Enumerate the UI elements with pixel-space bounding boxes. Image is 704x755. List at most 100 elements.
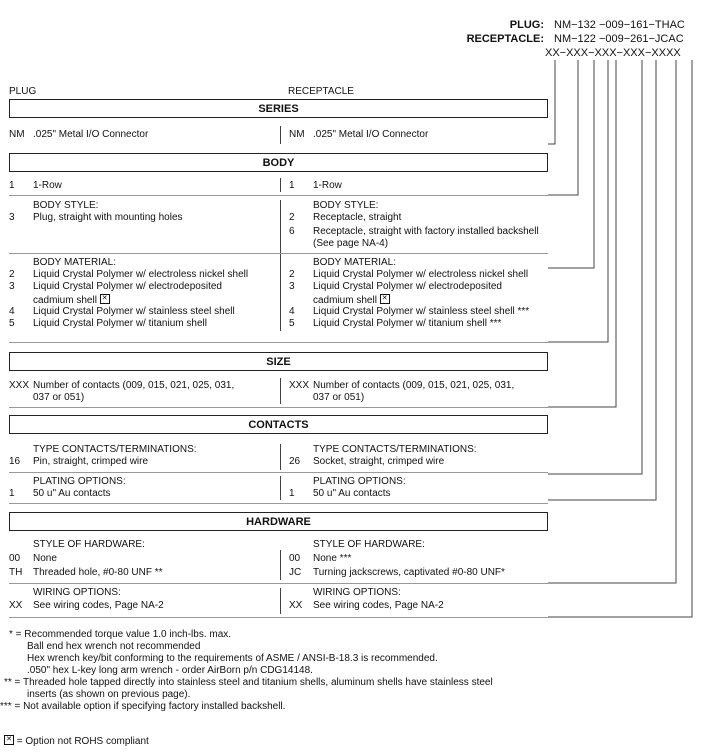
body-material-heading-plug: BODY MATERIAL:: [33, 257, 116, 268]
size-plug-text: 037 or 051): [33, 392, 85, 403]
body-plug-style-code: 3: [9, 212, 15, 223]
hardware-rec-text: None ***: [313, 553, 352, 564]
plating-heading-plug: PLATING OPTIONS:: [33, 476, 126, 487]
column-divider: [280, 476, 281, 500]
plug-code-label: PLUG:: [509, 19, 544, 31]
body-plug-row-code: 1: [9, 180, 15, 191]
plug-material-text: Liquid Crystal Polymer w/ electroless ni…: [33, 269, 249, 280]
plug-material-code: 5: [9, 318, 15, 329]
contact-plug-code: 16: [9, 456, 21, 467]
hardware-plug-text: None: [33, 553, 57, 564]
body-style-heading-plug: BODY STYLE:: [33, 200, 99, 211]
wiring-heading-rec: WIRING OPTIONS:: [313, 587, 401, 598]
plug-material-code: 4: [9, 306, 15, 317]
body-rec-style-code: 2: [289, 212, 295, 223]
checkbox-x-icon: [379, 294, 390, 304]
column-divider: [280, 588, 281, 614]
body-material-heading-rec: BODY MATERIAL:: [313, 257, 396, 268]
contact-plug-text: Pin, straight, crimped wire: [33, 456, 149, 467]
plug-material-text: Liquid Crystal Polymer w/ stainless stee…: [33, 306, 235, 317]
contact-rec-code: 26: [289, 456, 301, 467]
column-divider: [280, 550, 281, 580]
body-plug-row-text: 1-Row: [33, 180, 62, 191]
plating-plug-text: 50 u" Au contacts: [33, 488, 111, 499]
wiring-rec-code: XX: [289, 600, 303, 611]
footnote: * = Recommended torque value 1.0 inch-lb…: [9, 629, 232, 640]
series-rec-text: .025" Metal I/O Connector: [313, 129, 429, 140]
series-rec-code: NM: [289, 129, 305, 140]
body-row-connector-line: [548, 60, 579, 196]
plating-connector-line: [548, 60, 657, 501]
plug-column-header: PLUG: [9, 86, 37, 97]
rohs-note: = Option not ROHS compliant: [4, 734, 149, 748]
hardware-rec-code: 00: [289, 553, 301, 564]
row-divider: [9, 583, 548, 584]
body-style-heading-rec: BODY STYLE:: [313, 200, 379, 211]
hardware-style-connector-line: [548, 60, 677, 584]
receptacle-column-header: RECEPTACLE: [288, 86, 354, 97]
size-plug-text: Number of contacts (009, 015, 021, 025, …: [33, 380, 235, 391]
wiring-connector-line: [548, 60, 693, 618]
footnote: Ball end hex wrench not recommended: [27, 641, 201, 652]
body-material-connector-line: [548, 60, 609, 343]
plug-material-text: cadmium shell: [33, 293, 110, 307]
column-divider: [280, 444, 281, 470]
series-plug-text: .025" Metal I/O Connector: [33, 129, 149, 140]
body-rec-style-text: Receptacle, straight: [313, 212, 402, 223]
receptacle-part-number: NM−122 −009−261−JCAC: [554, 33, 684, 45]
hardware-style-heading-plug: STYLE OF HARDWARE:: [33, 539, 145, 550]
column-divider: [280, 178, 281, 192]
row-divider: [9, 342, 548, 343]
footnote: ** = Threaded hole tapped directly into …: [4, 677, 493, 688]
hardware-header: HARDWARE: [9, 512, 548, 531]
rec-material-text: Liquid Crystal Polymer w/ titanium shell…: [313, 318, 502, 329]
body-rec-style-text: (See page NA-4): [313, 238, 389, 249]
row-divider: [9, 617, 548, 618]
footnote: .050" hex L-key long arm wrench - order …: [27, 665, 313, 676]
plug-material-code: 3: [9, 281, 15, 292]
plug-material-text: Liquid Crystal Polymer w/ electrodeposit…: [33, 281, 222, 292]
hardware-plug-text: Threaded hole, #0-80 UNF **: [33, 567, 163, 578]
wiring-rec-text: See wiring codes, Page NA-2: [313, 600, 444, 611]
plug-part-number: NM−132 −009−161−THAC: [554, 19, 685, 31]
size-rec-code: XXX: [289, 380, 310, 391]
hardware-rec-text: Turning jackscrews, captivated #0-80 UNF…: [313, 567, 505, 578]
footnote: Hex wrench key/bit conforming to the req…: [27, 653, 438, 664]
body-plug-style-text: Plug, straight with mounting holes: [33, 212, 183, 223]
hardware-rec-code: JC: [289, 567, 302, 578]
body-rec-style-code: 6: [289, 226, 295, 237]
hardware-style-heading-rec: STYLE OF HARDWARE:: [313, 539, 425, 550]
rec-material-code: 4: [289, 306, 295, 317]
hardware-plug-code: 00: [9, 553, 21, 564]
rec-material-text: cadmium shell: [313, 293, 390, 307]
column-divider: [280, 200, 281, 264]
column-divider: [280, 378, 281, 404]
contact-type-heading-rec: TYPE CONTACTS/TERMINATIONS:: [313, 444, 477, 455]
plating-rec-text: 50 u" Au contacts: [313, 488, 391, 499]
rec-material-code: 5: [289, 318, 295, 329]
plug-material-code: 2: [9, 269, 15, 280]
series-plug-code: NM: [9, 129, 25, 140]
body-style-connector-line: [548, 60, 595, 269]
column-divider: [280, 126, 281, 144]
row-divider: [9, 503, 548, 504]
contact-rec-text: Socket, straight, crimped wire: [313, 456, 445, 467]
checkbox-x-icon: [4, 735, 14, 745]
series-header: SERIES: [9, 99, 548, 118]
footnote: *** = Not available option if specifying…: [0, 701, 286, 712]
contact-type-connector-line: [548, 60, 643, 475]
row-divider: [9, 472, 548, 473]
size-connector-line: [548, 60, 617, 408]
rec-material-code: 2: [289, 269, 295, 280]
plating-plug-code: 1: [9, 488, 15, 499]
row-divider: [9, 195, 548, 196]
wiring-plug-code: XX: [9, 600, 23, 611]
rec-material-code: 3: [289, 281, 295, 292]
plating-heading-rec: PLATING OPTIONS:: [313, 476, 406, 487]
contacts-header: CONTACTS: [9, 415, 548, 434]
size-rec-text: 037 or 051): [313, 392, 365, 403]
rohs-note-text: = Option not ROHS compliant: [16, 736, 149, 747]
body-rec-row-text: 1-Row: [313, 180, 342, 191]
size-header: SIZE: [9, 352, 548, 371]
